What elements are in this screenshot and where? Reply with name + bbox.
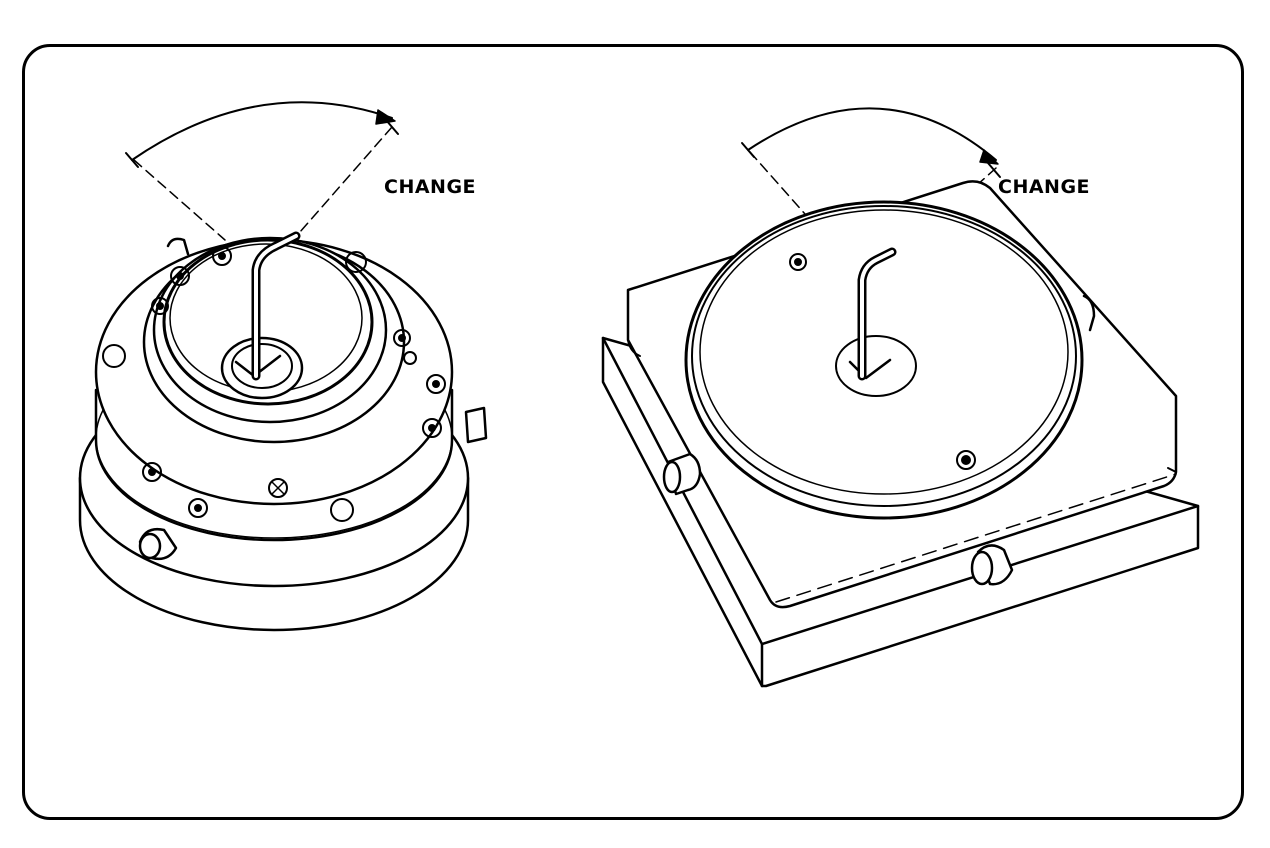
left-change-label: CHANGE <box>384 176 476 198</box>
right-device: CHANGE <box>601 107 1200 688</box>
right-hex-key <box>857 247 897 381</box>
left-knobs <box>138 237 488 561</box>
left-hex-key <box>251 231 301 381</box>
arrowhead-icon <box>979 149 999 165</box>
figure-frame <box>22 44 1244 820</box>
left-device: CHANGE <box>78 101 488 632</box>
left-rotation-indicator: CHANGE <box>125 101 476 241</box>
right-change-label: CHANGE <box>998 176 1090 198</box>
arrowhead-icon <box>375 109 396 125</box>
right-knobs <box>662 294 1096 586</box>
left-bolts <box>102 246 446 522</box>
right-bolts <box>789 253 976 470</box>
